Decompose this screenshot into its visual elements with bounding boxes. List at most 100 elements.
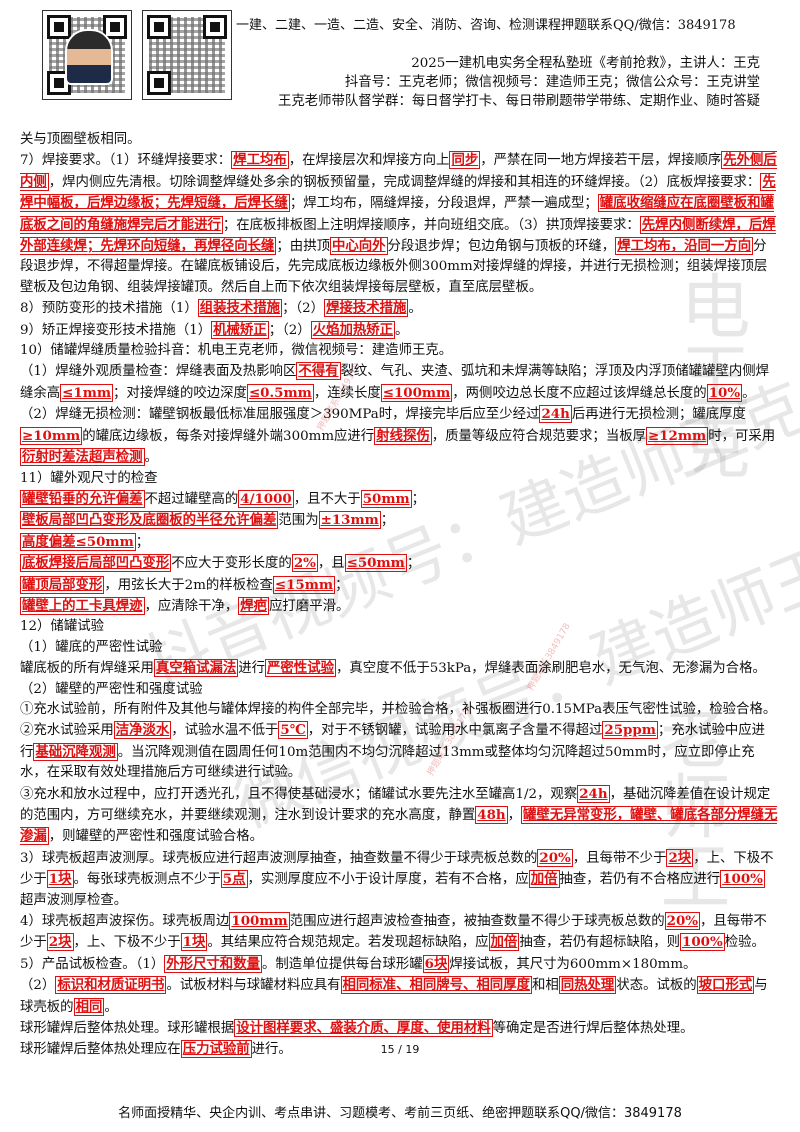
key-term-highlight: 罐壁上的工卡具焊迹 — [20, 596, 145, 615]
paragraph-text: ，真空度不低于53kPa，焊缝表面涂刷肥皂水，无气泡、无渗漏为合格。 — [335, 661, 766, 677]
key-term-highlight: 1块 — [180, 933, 208, 952]
key-term-highlight: 先焊中幅板，后焊边缘板；先焊短缝，后焊长缝 — [20, 172, 776, 213]
key-term-highlight: 罐壁无异常变形，罐壁、罐底各部分焊缝无渗漏 — [20, 806, 778, 846]
header-contact-banner: 一建、二建、一造、二造、安全、消防、咨询、检测课程押题联系QQ/微信：38491… — [236, 18, 736, 33]
paragraph-text: 应打磨平滑。 — [269, 598, 350, 614]
paragraph-text: 。 — [742, 385, 756, 401]
paragraph-text: 。每张球壳板测点不少于 — [73, 872, 221, 888]
paragraph-text: 超声波测厚检查。 — [20, 892, 128, 908]
paragraph-text: ； — [380, 513, 395, 529]
key-term-highlight: 6块 — [422, 954, 450, 973]
paragraph-text: ，试验水温不低于 — [171, 723, 279, 739]
key-term-highlight: 加倍 — [488, 933, 520, 952]
key-term-highlight: 焊工均布，沿同一方向 — [615, 237, 754, 256]
key-term-highlight: 射线探伤 — [374, 426, 432, 445]
key-term-highlight: 壁板局部凹凸变形及底圈板的半径允许偏差 — [20, 511, 279, 530]
paragraph-text: ，严禁在同一地方焊接若干层，焊接顺序 — [480, 153, 722, 169]
paragraph: ③充水和放水过程中，应打开透光孔，且不得使基础浸水；储罐试水要先注水至罐高1/2… — [20, 784, 778, 848]
paragraph: （1）罐底的严密性试验 — [20, 638, 778, 658]
paragraph-text: ①充水试验前，所有附件及其他与罐体焊接的构件全部完毕，并检验合格，补强板圈进行0… — [20, 701, 777, 717]
key-term-highlight: 高度偏差≤50mm — [20, 532, 136, 551]
paragraph: （1）焊缝外观质量检查：焊缝表面及热影响区不得有裂纹、气孔、夹渣、弧坑和未焊满等… — [20, 361, 778, 404]
key-term-highlight: 20% — [537, 848, 573, 867]
key-term-highlight: 同热处理 — [558, 976, 617, 995]
paragraph-text: （1）焊缝外观质量检查：焊缝表面及热影响区 — [20, 364, 297, 380]
paragraph-text: 等确定是否进行焊后整体热处理。 — [492, 1021, 694, 1037]
footer-banner: 名师面授精华、央企内训、考点串讲、习题模考、考前三页纸、绝密押题联系QQ/微信：… — [118, 1106, 682, 1121]
key-term-highlight: ±13mm — [318, 511, 381, 530]
key-term-highlight: 100% — [720, 870, 765, 889]
paragraph-text: 检验。 — [724, 935, 765, 951]
key-term-highlight: 基础沉降观测 — [33, 742, 118, 761]
paragraph-text: ；在底板排板图上注明焊接顺序，并向班组交底。（3）拱顶焊接要求： — [222, 217, 640, 233]
paragraph-text: 。其结果应符合规范规定。若发现超标缺陷，应 — [207, 935, 489, 951]
paragraph-text: 12）储罐试验 — [20, 619, 104, 635]
paragraph-text: ；（2） — [268, 322, 311, 338]
paragraph-text: ，连续长度 — [313, 385, 381, 401]
key-term-highlight: 1块 — [46, 870, 74, 889]
key-term-highlight: 24h — [539, 405, 572, 424]
key-term-highlight: 设计图样要求、盛装介质、厚度、使用材料 — [234, 1019, 493, 1038]
paragraph-text: 不应大于变形长度的 — [171, 556, 292, 572]
paragraph: 壁板局部凹凸变形及底圈板的半径允许偏差范围为±13mm； — [20, 510, 778, 531]
paragraph: 球形罐焊后整体热处理。球形罐根据设计图样要求、盛装介质、厚度、使用材料等确定是否… — [20, 1018, 778, 1039]
key-term-highlight: 25ppm — [602, 721, 658, 740]
paragraph-text: ； — [335, 577, 349, 593]
paragraph-text: 球形罐焊后整体热处理。球形罐根据 — [20, 1021, 235, 1037]
paragraph: 8）预防变形的技术措施（1）组装技术措施；（2）焊接技术措施。 — [20, 298, 778, 319]
key-term-highlight: 2块 — [46, 933, 74, 952]
key-term-highlight: 5点 — [220, 870, 248, 889]
paragraph-text: ，实测厚度应不小于设计厚度，若有不合格，应 — [247, 872, 529, 888]
paragraph-text: ②充水试验采用 — [20, 723, 114, 739]
key-term-highlight: 外形尺寸和数量 — [164, 954, 262, 973]
paragraph-text: ，两侧咬边总长度不应超过该焊缝总长度的 — [452, 385, 707, 401]
key-term-highlight: 2块 — [666, 848, 694, 867]
key-term-highlight: 压力试验前 — [180, 1040, 252, 1059]
paragraph-text: ；充水试验中应进行 — [20, 723, 766, 760]
paragraph-text: ，上、下极不少于 — [20, 850, 774, 888]
key-term-highlight: ≥12mm — [646, 426, 709, 445]
key-term-highlight: 火焰加热矫正 — [310, 320, 396, 339]
paragraph-text: 后再进行无损检测；罐底厚度 — [571, 407, 746, 423]
paragraph-text: ；焊工均布，隔缝焊接，分段退焊，严禁一遍成型； — [289, 196, 598, 212]
paragraph-text: 罐底板的所有焊缝采用 — [20, 661, 154, 677]
header-qr-block — [42, 10, 232, 100]
key-term-highlight: ≤1mm — [60, 383, 114, 402]
paragraph-text: 。 — [104, 999, 118, 1015]
paragraph-text: 11）罐外观尺寸的检查 — [20, 470, 158, 486]
qr-code-douyin — [42, 10, 132, 100]
paragraph-text: 焊接试板，其尺寸为600mm×180mm。 — [449, 956, 697, 972]
paragraph-text: ，基础沉降差值在设计规定的范围内，方可继续充水，并要继续观测，注水到设计要求的充… — [20, 786, 771, 823]
key-term-highlight: 48h — [475, 806, 508, 824]
key-term-highlight: 焊工均布 — [231, 151, 289, 170]
paragraph-text: 球形罐焊后整体热处理应在 — [20, 1042, 181, 1058]
paragraph: （2）罐壁的严密性和强度试验 — [20, 680, 778, 700]
paragraph-text: 进行。 — [251, 1042, 292, 1058]
key-term-highlight: 标识和材质证明书 — [55, 976, 167, 995]
paragraph-text: ，上、下极不少于 — [73, 935, 181, 951]
key-term-highlight: 加倍 — [528, 870, 560, 889]
key-term-highlight: ≥10mm — [20, 426, 83, 445]
key-term-highlight: 中心向外 — [329, 237, 388, 256]
paragraph: 9）矫正焊接变形技术措施（1）机械矫正；（2）火焰加热矫正。 — [20, 320, 778, 341]
paragraph-text: 。制造单位提供每台球形罐 — [261, 956, 423, 972]
paragraph-text: 。 — [395, 322, 409, 338]
key-term-highlight: 100mm — [229, 912, 290, 931]
paragraph-text: 3）球壳板超声波测厚。球壳板应进行超声波测厚抽查，抽查数量不得少于球壳板总数的 — [20, 850, 538, 866]
paragraph-text: ；（2） — [282, 301, 325, 317]
paragraph: 罐壁上的工卡具焊迹，应清除干净，焊疤应打磨平滑。 — [20, 596, 778, 617]
key-term-highlight: 严密性试验 — [265, 659, 336, 678]
paragraph-text: ③充水和放水过程中，应打开透光孔，且不得使基础浸水；储罐试水要先注水至罐高1/2… — [20, 786, 578, 802]
key-term-highlight: 罐顶局部变形 — [20, 575, 105, 594]
key-term-highlight: 洁净淡水 — [113, 721, 172, 740]
key-term-highlight: 相同 — [73, 997, 105, 1016]
key-term-highlight: 罐底收缩缝应在底圈壁板和罐底板之间的角缝施焊完后才能进行 — [20, 194, 774, 234]
key-term-highlight: 底板焊接后局部凹凸变形 — [20, 554, 172, 573]
key-term-highlight: 不得有 — [296, 362, 341, 381]
key-term-highlight: 组装技术措施 — [197, 299, 283, 318]
paragraph: ①充水试验前，所有附件及其他与罐体焊接的构件全部完毕，并检验合格，补强板圈进行0… — [20, 700, 778, 720]
